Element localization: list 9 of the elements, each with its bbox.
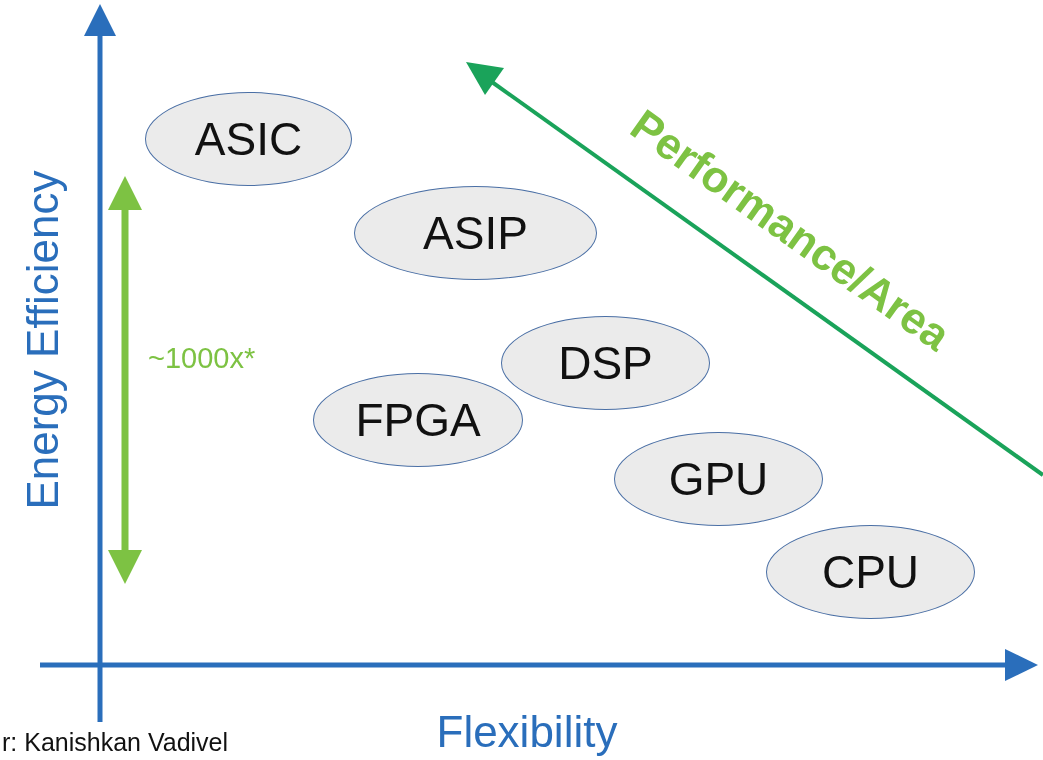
credit-text: r: Kanishkan Vadivel	[2, 730, 229, 755]
ellipse-node: ASIP	[354, 186, 597, 280]
ellipse-node: ASIC	[145, 92, 352, 186]
ellipse-node: CPU	[766, 525, 975, 619]
axis-title: Energy Efficiency	[20, 170, 65, 510]
axis-title: Flexibility	[436, 710, 618, 754]
dimension-label: ~1000x*	[148, 344, 256, 373]
ellipse-node: GPU	[614, 432, 823, 526]
ellipse-node: FPGA	[313, 373, 523, 467]
